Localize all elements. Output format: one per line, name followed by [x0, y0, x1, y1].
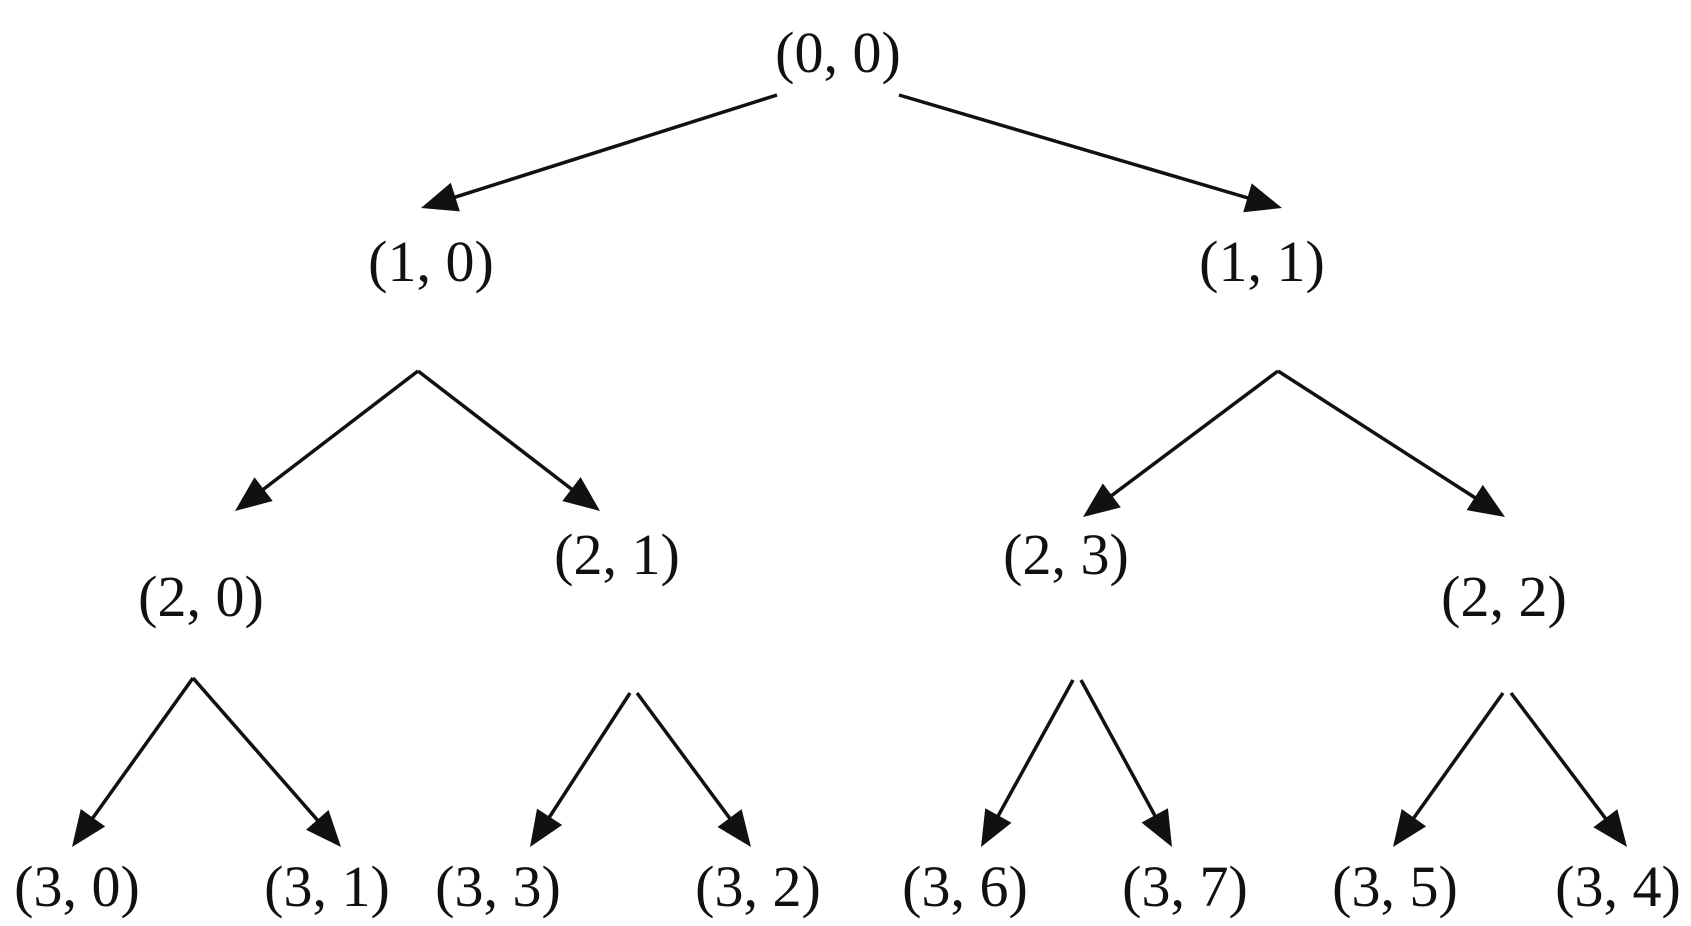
edge-n20-to-n31	[191, 676, 341, 847]
node-label-n22: (2, 2)	[1441, 564, 1567, 629]
edge-n22-to-n35	[1393, 691, 1505, 847]
node-label-n33: (3, 3)	[435, 854, 561, 919]
arrowhead-icon	[305, 810, 341, 847]
node-label-n00: (0, 0)	[775, 20, 901, 85]
edges-layer	[72, 93, 1627, 847]
edge-n23-to-n37	[1079, 679, 1172, 847]
node-label-n31: (3, 1)	[264, 854, 390, 919]
node-label-n11: (1, 1)	[1199, 229, 1325, 294]
edge-n00-to-n10	[421, 93, 778, 212]
edge-shaft	[1411, 691, 1505, 821]
edge-n10-to-n20	[235, 369, 420, 511]
arrowhead-icon	[530, 808, 563, 847]
node-label-n30: (3, 0)	[14, 854, 140, 919]
edge-n11-to-n23	[1083, 369, 1280, 517]
edge-shaft	[547, 692, 632, 820]
edge-n21-to-n32	[635, 691, 751, 847]
nodes-layer: (0, 0) (1, 0) (1, 1) (2, 0) (2, 1) (2, 3) (2, …	[14, 20, 1681, 919]
node-label-n32: (3, 2)	[695, 854, 821, 919]
node-label-n36: (3, 6)	[902, 854, 1028, 919]
arrowhead-icon	[235, 477, 273, 511]
edge-shaft	[995, 679, 1075, 819]
node-label-n10: (1, 0)	[368, 229, 494, 294]
arrowhead-icon	[562, 477, 600, 511]
arrowhead-icon	[1466, 484, 1505, 517]
edge-n20-to-n30	[72, 676, 195, 847]
edge-shaft	[452, 93, 778, 200]
node-label-n23: (2, 3)	[1003, 522, 1129, 587]
edge-n00-to-n11	[898, 93, 1282, 213]
edge-shaft	[1109, 369, 1280, 499]
arrowhead-icon	[1243, 183, 1282, 213]
node-label-n35: (3, 5)	[1332, 854, 1458, 919]
edge-n22-to-n34	[1509, 691, 1627, 847]
edge-n23-to-n36	[981, 679, 1075, 847]
arrowhead-icon	[1141, 808, 1172, 847]
arrowhead-icon	[421, 182, 460, 212]
edge-shaft	[260, 369, 420, 492]
arrowhead-icon	[72, 808, 106, 847]
edge-shaft	[90, 676, 195, 821]
edge-shaft	[898, 93, 1250, 201]
node-label-n21: (2, 1)	[554, 522, 680, 587]
edge-shaft	[1509, 691, 1608, 821]
arrowhead-icon	[1083, 483, 1121, 517]
node-label-n20: (2, 0)	[138, 564, 264, 629]
edge-shaft	[635, 691, 733, 821]
node-label-n37: (3, 7)	[1122, 854, 1248, 919]
edge-shaft	[416, 369, 575, 492]
edge-shaft	[1079, 679, 1158, 818]
edge-shaft	[1277, 369, 1478, 501]
node-label-n34: (3, 4)	[1555, 854, 1681, 919]
edge-n11-to-n22	[1277, 369, 1505, 517]
arrowhead-icon	[1593, 809, 1627, 847]
arrowhead-icon	[1393, 808, 1427, 847]
arrowhead-icon	[981, 808, 1012, 847]
arrowhead-icon	[717, 809, 751, 847]
edge-n10-to-n21	[416, 369, 600, 511]
edge-shaft	[191, 676, 320, 823]
edge-n21-to-n33	[530, 692, 632, 847]
